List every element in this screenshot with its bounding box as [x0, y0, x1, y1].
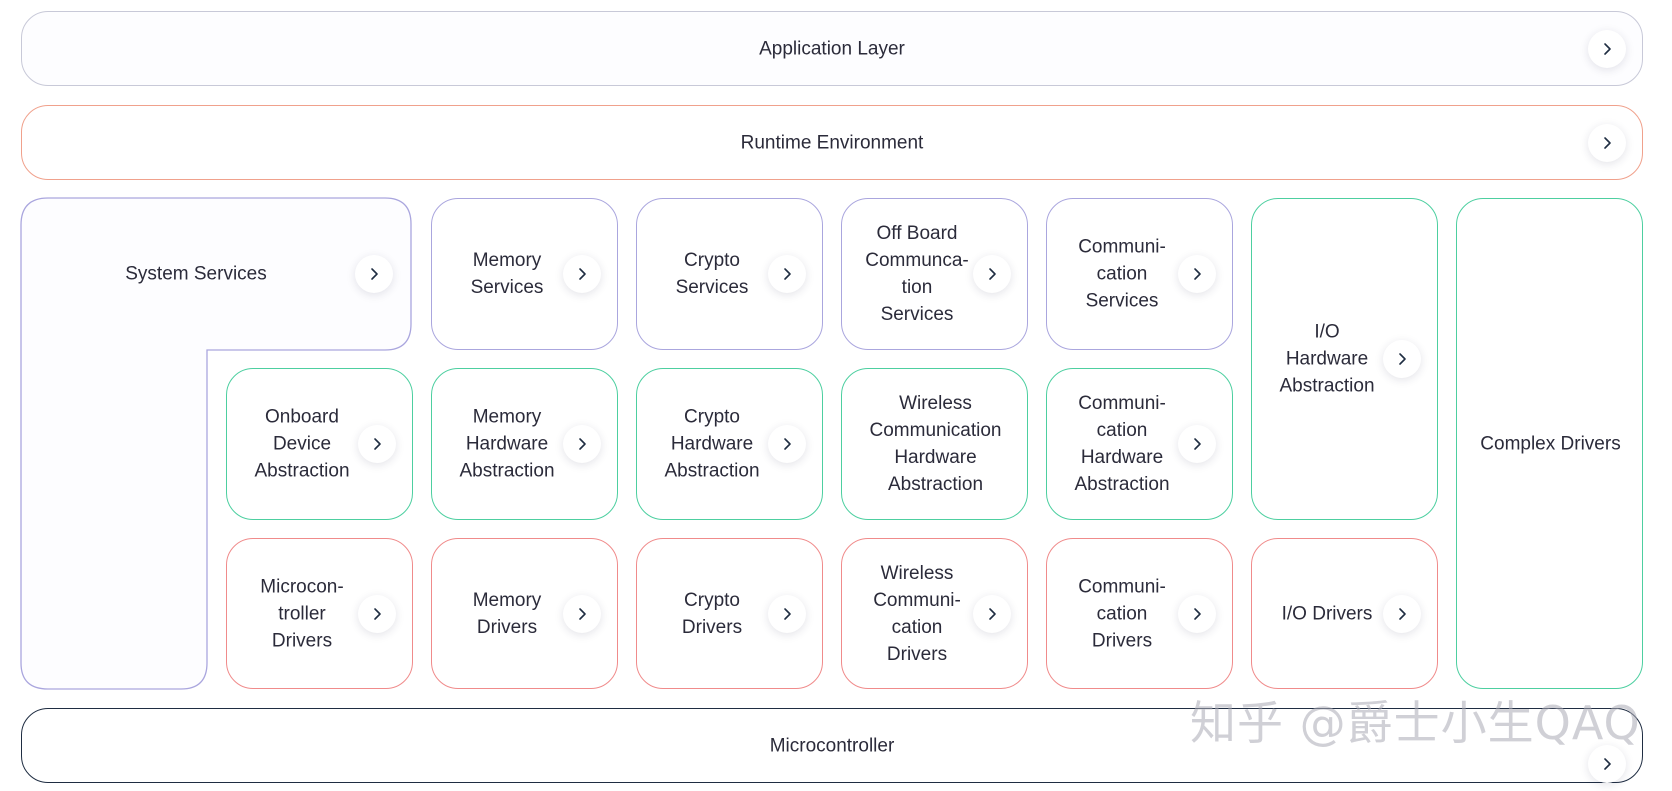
chevron-right-icon: [579, 268, 586, 280]
system-services-expand-button[interactable]: [355, 255, 393, 293]
microcontroller-layer: Microcontroller: [21, 708, 1643, 783]
tile-label: Memory Hardware Abstraction: [459, 406, 555, 482]
chevron-right-icon: [579, 438, 586, 450]
crypto-drivers-tile: Crypto Drivers: [636, 538, 823, 689]
memory-services-tile: Memory Services: [431, 198, 618, 350]
tile-label: Memory Drivers: [472, 589, 542, 638]
crypto-drivers-expand-button[interactable]: [768, 594, 806, 633]
chevron-right-icon: [1399, 607, 1406, 620]
chevron-right-icon: [1194, 268, 1201, 280]
runtime-environment-expand-button[interactable]: [1588, 123, 1626, 162]
application-layer: Application Layer: [21, 11, 1643, 86]
tile-label: Wireless Communication Hardware Abstract…: [869, 393, 1002, 495]
io-drivers-tile: I/O Drivers: [1251, 538, 1438, 689]
memory-hardware-abstraction-tile: Memory Hardware Abstraction: [431, 368, 618, 520]
tile-label: Crypto Hardware Abstraction: [664, 406, 760, 482]
onboard-device-abstraction-tile: Onboard Device Abstraction: [226, 368, 413, 520]
chevron-right-icon: [989, 607, 996, 620]
off-board-communication-services-tile: Off Board Communca- tion Services: [841, 198, 1028, 350]
chevron-right-icon: [784, 607, 791, 620]
communication-hardware-abstraction-tile: Communi- cation Hardware Abstraction: [1046, 368, 1233, 520]
tile-label: Wireless Communi- cation Drivers: [873, 562, 961, 665]
crypto-services-expand-button[interactable]: [768, 255, 806, 293]
off-board-communication-services-expand-button[interactable]: [973, 255, 1011, 293]
chevron-right-icon: [1604, 757, 1611, 770]
io-drivers-expand-button[interactable]: [1383, 594, 1421, 633]
communication-services-tile: Communi- cation Services: [1046, 198, 1233, 350]
tile-label: Microcon- troller Drivers: [260, 576, 344, 651]
system-services-label: System Services: [125, 263, 267, 285]
chevron-right-icon: [784, 268, 791, 280]
onboard-device-abstraction-expand-button[interactable]: [358, 425, 396, 463]
memory-hardware-abstraction-expand-button[interactable]: [563, 425, 601, 463]
tile-label: Communi- cation Hardware Abstraction: [1074, 393, 1170, 495]
system-services-block: System Services: [21, 198, 411, 350]
chevron-right-icon: [374, 438, 381, 450]
communication-drivers-tile: Communi- cation Drivers: [1046, 538, 1233, 689]
wireless-communication-drivers-tile: Wireless Communi- cation Drivers: [841, 538, 1028, 689]
chevron-right-icon: [989, 268, 996, 280]
crypto-hardware-abstraction-tile: Crypto Hardware Abstraction: [636, 368, 823, 520]
microcontroller-label: Microcontroller: [769, 735, 895, 756]
runtime-environment-label: Runtime Environment: [740, 132, 924, 153]
communication-drivers-expand-button[interactable]: [1178, 594, 1216, 633]
communication-services-expand-button[interactable]: [1178, 255, 1216, 293]
tile-label: Crypto Services: [675, 250, 749, 298]
wireless-communication-drivers-expand-button[interactable]: [973, 594, 1011, 633]
chevron-right-icon: [1194, 438, 1201, 450]
tile-label: I/O Hardware Abstraction: [1279, 321, 1375, 397]
chevron-right-icon: [1604, 136, 1611, 149]
tile-label: Communi- cation Drivers: [1078, 576, 1166, 651]
memory-drivers-expand-button[interactable]: [563, 594, 601, 633]
chevron-right-icon: [579, 607, 586, 620]
memory-services-expand-button[interactable]: [563, 255, 601, 293]
memory-drivers-tile: Memory Drivers: [431, 538, 618, 689]
chevron-right-icon: [1399, 353, 1406, 365]
io-hardware-abstraction-expand-button[interactable]: [1383, 340, 1421, 378]
complex-drivers-tile: Complex Drivers: [1456, 198, 1643, 689]
tile-label: Communi- cation Services: [1078, 236, 1166, 312]
microcontroller-drivers-tile: Microcon- troller Drivers: [226, 538, 413, 689]
microcontroller-expand-button[interactable]: [1588, 744, 1626, 783]
chevron-right-icon: [374, 607, 381, 620]
io-hardware-abstraction-tile: I/O Hardware Abstraction: [1251, 198, 1438, 520]
tile-label: Off Board Communca- tion Services: [865, 223, 969, 325]
chevron-right-icon: [1194, 607, 1201, 620]
microcontroller-drivers-expand-button[interactable]: [358, 594, 396, 633]
tile-label: Crypto Drivers: [681, 589, 743, 638]
crypto-services-tile: Crypto Services: [636, 198, 823, 350]
runtime-environment-layer: Runtime Environment: [21, 105, 1643, 180]
tile-label: Memory Services: [470, 250, 544, 298]
application-layer-label: Application Layer: [759, 38, 905, 59]
complex-drivers-label: Complex Drivers: [1480, 433, 1621, 454]
crypto-hardware-abstraction-expand-button[interactable]: [768, 425, 806, 463]
chevron-right-icon: [371, 268, 378, 280]
tile-label: I/O Drivers: [1281, 603, 1373, 624]
chevron-right-icon: [784, 438, 791, 450]
tile-label: Onboard Device Abstraction: [254, 406, 350, 482]
wireless-communication-hardware-abstraction-tile: Wireless Communication Hardware Abstract…: [841, 368, 1028, 520]
communication-hardware-abstraction-expand-button[interactable]: [1178, 425, 1216, 463]
application-layer-expand-button[interactable]: [1588, 29, 1626, 68]
watermark-text: 知乎 @爵士小生QAQ: [1190, 696, 1641, 750]
chevron-right-icon: [1604, 42, 1611, 55]
